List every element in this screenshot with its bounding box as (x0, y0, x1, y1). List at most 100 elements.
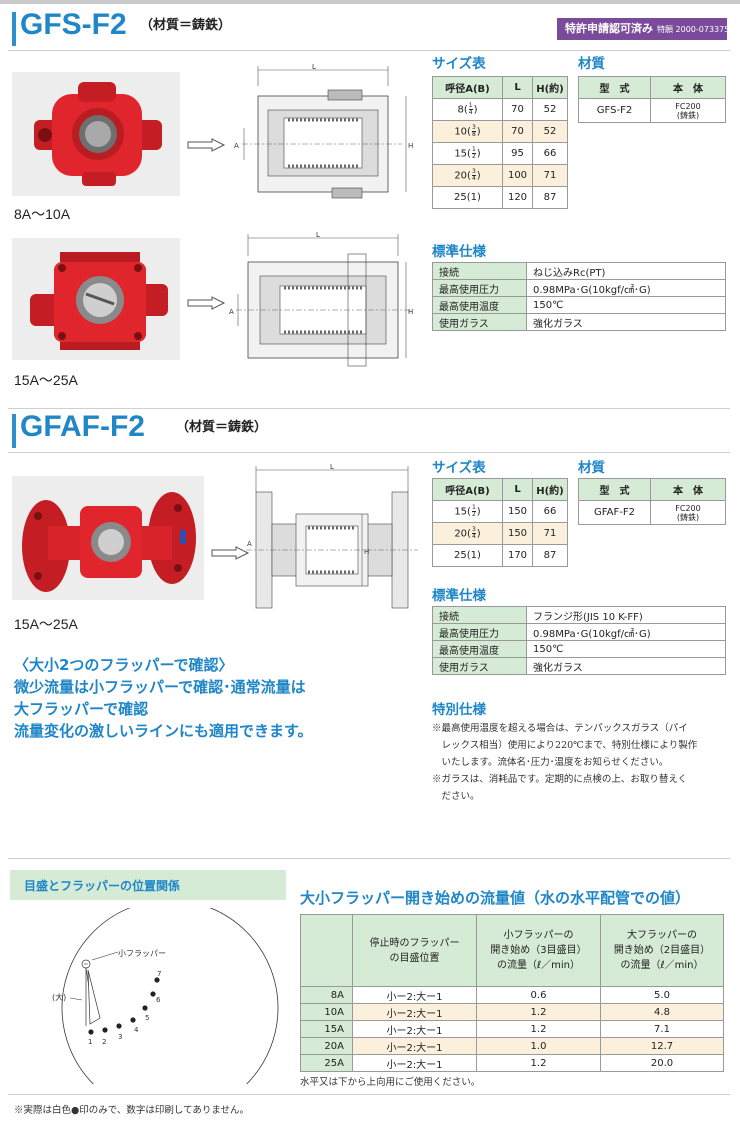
table-row: 25(1) 120 87 (432, 186, 568, 209)
flow-size: 10A (300, 1003, 353, 1021)
flow-size: 25A (300, 1054, 353, 1072)
l-cell: 170 (502, 544, 533, 567)
spec-key: 使用ガラス (432, 313, 527, 331)
material-col-header: 本 体 (650, 478, 726, 501)
flow-small: 0.6 (476, 986, 601, 1004)
title-accent-bar (12, 12, 16, 46)
fraction-den: 4 (468, 109, 473, 116)
product-photo-flange (12, 476, 204, 600)
size-label-8a-10a: 8A〜10A (14, 206, 71, 222)
dim-l: L (330, 463, 334, 471)
spec-key: 接続 (432, 262, 527, 280)
dial-mark (142, 1005, 148, 1011)
spec-key: 最高使用圧力 (432, 623, 527, 641)
flow-small: 1.2 (476, 1003, 601, 1021)
section-rule (8, 50, 730, 51)
dial-mark (102, 1027, 108, 1033)
table-row: 25(1) 170 87 (432, 544, 568, 567)
flow-size: 20A (300, 1037, 353, 1055)
feature-list: 〈大小2つのフラッパーで確認〉 微少流量は小フラッパーで確認･通常流量は 大フラ… (14, 654, 313, 742)
material-model: GFS-F2 (578, 98, 651, 123)
table-row: GFS-F2 FC200(鋳鉄) (578, 98, 726, 123)
material-note-gfaf: （材質＝鋳鉄） (176, 420, 268, 435)
special-note-line: いたします。流体名･圧力･温度をお知らせください。 (432, 757, 669, 768)
size-col-header: L (502, 478, 533, 501)
small-flapper-label: 小フラッパー (118, 949, 166, 958)
material-body-line1: FC200 (675, 101, 701, 111)
dial-number: 3 (118, 1033, 122, 1041)
patent-badge: 特許申請認可済み特願 2000-073375 (557, 18, 729, 40)
size-label-15a-25a: 15A〜25A (14, 372, 78, 388)
dim-h: H (408, 308, 413, 316)
valve-illustration-large (12, 238, 180, 360)
material-body-line2: (鋳鉄) (676, 110, 700, 120)
material-col-header: 型 式 (578, 478, 651, 501)
dial-mark (130, 1017, 136, 1023)
valve-illustration-small (12, 72, 180, 196)
size-a: 8 (457, 104, 464, 116)
big-flapper-label: (大) (52, 992, 66, 1002)
h-cell: 52 (532, 120, 568, 143)
fraction-den: 2 (471, 153, 476, 160)
size-a: 25 (454, 550, 467, 561)
special-note-line: ださい。 (432, 791, 480, 802)
section-rule (8, 1094, 730, 1095)
flow-big: 5.0 (600, 986, 724, 1004)
flow-arrow-icon (187, 296, 226, 310)
l-cell: 95 (502, 142, 533, 165)
section-rule (8, 452, 730, 453)
dim-a: A (229, 308, 234, 316)
special-note-line: ※ガラスは、消耗品です。定期的に点検の上、お取り替えく (432, 774, 688, 785)
spec-title-gfs: 標準仕様 (432, 244, 486, 260)
flow-small: 1.2 (476, 1020, 601, 1038)
dim-l: L (312, 63, 316, 71)
dim-a: A (234, 142, 239, 150)
flow-size: 15A (300, 1020, 353, 1038)
dial-number: 4 (134, 1026, 139, 1034)
material-body: FC200(鋳鉄) (650, 500, 726, 525)
size-a: 15 (454, 148, 468, 160)
section-drawing-gfaf: L H A (246, 463, 418, 609)
h-cell: 87 (532, 544, 568, 567)
size-a: 25 (454, 192, 467, 203)
spec-key: 最高使用圧力 (432, 279, 527, 297)
material-body-line2: (鋳鉄) (676, 512, 700, 522)
size-a: 10 (454, 126, 468, 138)
l-cell: 100 (502, 164, 533, 187)
h-cell: 87 (532, 186, 568, 209)
flow-col-header: 停止時のフラッパー の目盛位置 (352, 914, 477, 987)
size-col-header: 呼径A(B) (432, 76, 503, 99)
size-col-header: 呼径A(B) (432, 478, 503, 501)
flow-col-header: 大フラッパーの 開き始め（2目盛目） の流量（ℓ／min） (600, 914, 724, 987)
title-accent-bar (12, 414, 16, 448)
l-cell: 150 (502, 522, 533, 545)
dial-number: 6 (156, 996, 161, 1004)
material-table-title-gfs: 材質 (578, 56, 605, 72)
size-inch: (1) (466, 192, 481, 203)
dial-mark (150, 991, 156, 997)
feature-line: 流量変化の激しいラインにも適用できます。 (14, 722, 313, 740)
top-border (0, 0, 740, 4)
flow-table-note: 水平又は下から上向用にご使用ください。 (300, 1077, 481, 1088)
spec-value: 0.98MPa･G(10kgf/㎠･G) (526, 279, 726, 297)
spec-value: 強化ガラス (526, 657, 726, 675)
table-row: 接続ねじ込みRc(PT) (432, 262, 726, 280)
spec-value: ねじ込みRc(PT) (526, 262, 726, 280)
section-drawing-gfs-small: L H A (234, 63, 413, 199)
section-rule (8, 858, 730, 859)
size-a: 20 (454, 170, 468, 182)
material-body-line1: FC200 (675, 503, 701, 513)
